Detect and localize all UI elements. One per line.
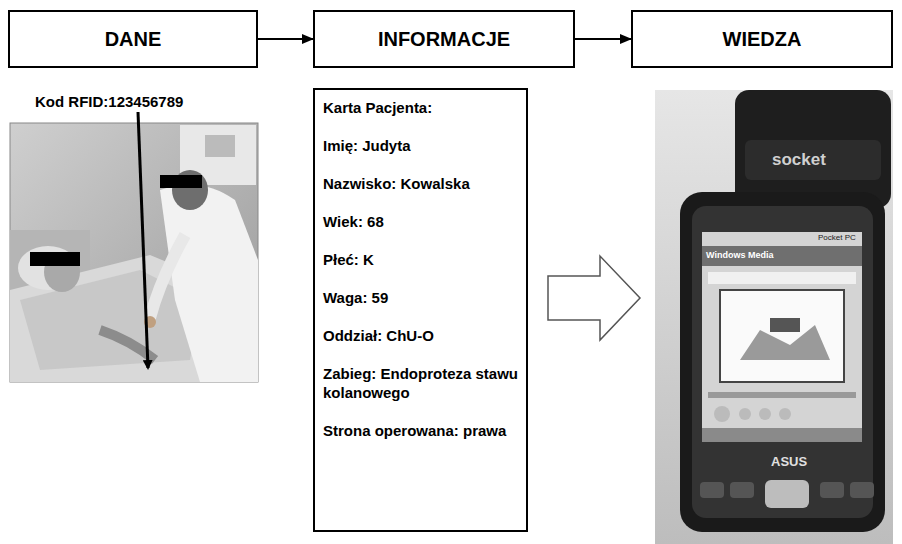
stage-box: INFORMACJE (313, 10, 575, 68)
card-line: Strona operowana: prawa (323, 421, 518, 440)
card-line: Płeć: K (323, 250, 518, 269)
stage-title: DANE (105, 28, 162, 51)
hollow-arrow (548, 256, 640, 340)
stage-title: WIEDZA (723, 28, 802, 51)
card-line: Karta Pacjenta: (323, 98, 518, 117)
card-line: Nazwisko: Kowalska (323, 174, 518, 193)
stage-box: DANE (8, 10, 258, 68)
card-line: Imię: Judyta (323, 136, 518, 155)
hospital-photo (10, 123, 258, 382)
patient-card: Karta Pacjenta: Imię: JudytaNazwisko: Kow… (313, 88, 528, 532)
brand-label: socket (772, 150, 826, 170)
rfid-leader-arrow (138, 112, 148, 368)
flow-arrow (258, 38, 313, 40)
screen-label: Windows Media (706, 250, 773, 260)
brand-label: ASUS (771, 454, 807, 469)
stage-box: WIEDZA (631, 10, 893, 68)
card-line: Oddział: ChU-O (323, 326, 518, 345)
flow-arrow (575, 38, 631, 40)
card-line: Waga: 59 (323, 288, 518, 307)
card-line: Zabieg: Endoproteza stawu kolanowego (323, 364, 518, 402)
stage-title: INFORMACJE (378, 28, 510, 51)
device-photo (655, 90, 893, 544)
card-line: Wiek: 68 (323, 212, 518, 231)
rfid-label: Kod RFID:123456789 (33, 93, 185, 110)
screen-label: Pocket PC (818, 233, 856, 242)
